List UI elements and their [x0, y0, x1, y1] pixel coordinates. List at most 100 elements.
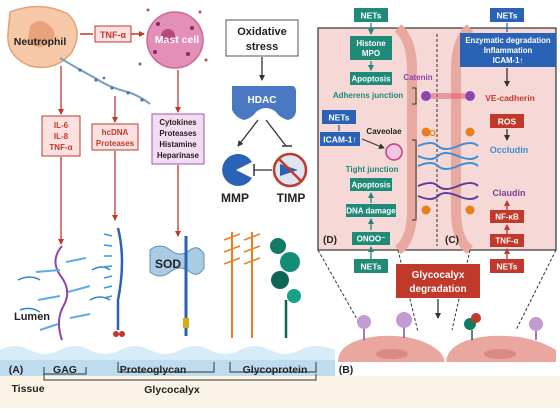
- sod-structure: [149, 236, 205, 336]
- endothelial-membrane: [0, 346, 335, 360]
- mast-heparinase: Heparinase: [157, 151, 200, 160]
- d-nets-left: NETs: [328, 113, 349, 123]
- neutrophil-cell: [7, 5, 78, 69]
- oxidative-stress-box: [225, 19, 299, 57]
- catenin-dot: [421, 91, 431, 101]
- gag-bracket: [43, 367, 87, 375]
- endothelial-cell-right: [446, 335, 556, 362]
- hcdna-box: [91, 123, 139, 151]
- stress-label: stress: [246, 41, 278, 53]
- caveolae-label: Caveolae: [366, 127, 402, 136]
- apoptosis-top: Apoptosis: [351, 75, 391, 84]
- occludin-strands: [417, 142, 479, 170]
- inflammation-label: Inflammation: [484, 46, 533, 55]
- zo-dot: [421, 127, 431, 137]
- catenin-dot-right: [465, 91, 475, 101]
- icam-label: ICAM-1↑: [323, 135, 357, 145]
- apoptosis-bottom: Apoptosis: [351, 181, 391, 190]
- cytokine-il8: IL-8: [54, 132, 69, 141]
- adherens-label: Adherens junction: [333, 91, 403, 100]
- d-nets-bottom-box: [354, 259, 388, 273]
- zo-dot-right: [465, 127, 475, 137]
- enzymatic-box: [460, 33, 556, 67]
- claudin-label: Claudin: [493, 188, 526, 198]
- gag-label: GAG: [53, 364, 77, 376]
- hcdna-label: hcDNA: [102, 128, 129, 137]
- degradation-label-2: degradation: [409, 284, 466, 295]
- d-nets-top: NETs: [360, 11, 381, 21]
- glycocalyx-bracket: [43, 374, 317, 381]
- panel-a-label: (A): [9, 364, 24, 376]
- mast-cytokines: Cytokines: [159, 118, 197, 127]
- panel-c-label: (C): [445, 235, 459, 246]
- proteoglycan-label: Proteoglycan: [120, 364, 187, 376]
- icam-c-label: ICAM-1↑: [493, 56, 524, 65]
- icam-box: [320, 132, 360, 146]
- nucleus: [376, 349, 408, 359]
- endothelial-cell-left: [338, 335, 445, 362]
- glycoprotein-label: Glycoprotein: [243, 364, 308, 376]
- tnf-c-label: TNF-α: [495, 237, 518, 246]
- histone-box: [350, 36, 392, 60]
- nucleus: [484, 349, 516, 359]
- arrow: [361, 138, 385, 149]
- ve-cadherin-label: VE-cadherin: [485, 93, 535, 103]
- mast-histamine: Histamine: [159, 140, 197, 149]
- degradation-label-1: Glycocalyx: [412, 270, 465, 281]
- ve-cadherin-strands: [431, 93, 465, 99]
- mast-products-box: [151, 113, 205, 165]
- inhibit-line: [265, 119, 287, 147]
- lumen-label: Lumen: [14, 311, 50, 323]
- ros-label: ROS: [498, 117, 517, 127]
- glycoprotein-structure: [223, 232, 301, 338]
- arrow: [237, 119, 259, 147]
- proteases-label: Proteases: [96, 139, 135, 148]
- histone-label: Histone: [356, 39, 386, 48]
- mpo-label: MPO: [362, 49, 380, 58]
- enzymatic-label: Enzymatic degradation: [465, 36, 551, 45]
- c-nets-top-box: [490, 8, 524, 22]
- hdac-label: HDAC: [248, 95, 277, 106]
- oxidative-label: Oxidative: [237, 26, 287, 38]
- proteoglycan-bracket: [117, 362, 215, 373]
- glycoprotein-bracket: [229, 362, 317, 373]
- cytokine-il6: IL-6: [54, 121, 69, 130]
- net-dots: [78, 68, 144, 102]
- bottom-band: [0, 376, 560, 408]
- d-nets-top-box: [354, 8, 388, 22]
- c-nets-top: NETs: [496, 11, 517, 21]
- nfkb-label: NF-κB: [495, 213, 519, 222]
- cytokine-box: [41, 115, 81, 157]
- c-nets-bottom: NETs: [496, 262, 517, 272]
- apoptosis-top-box: [350, 72, 392, 85]
- mast-cell-label: Mast cell: [155, 34, 199, 46]
- nfkb-box: [490, 210, 524, 223]
- glycocalyx-remnants: [357, 312, 543, 340]
- cytokine-tnf: TNF-α: [49, 143, 72, 152]
- catenin-label: Catenin: [403, 73, 432, 82]
- panel-d-label: (D): [323, 235, 337, 246]
- ros-box: [490, 114, 524, 128]
- zo-dot-right: [465, 205, 475, 215]
- glycocalyx-label: Glycocalyx: [144, 384, 200, 396]
- occludin-label: Occludin: [490, 145, 529, 155]
- zo-dot: [421, 205, 431, 215]
- neutrophil-label: Neutrophil: [14, 36, 67, 48]
- onoo-label: ONOO⁻: [357, 235, 386, 244]
- sod-label: SOD: [155, 257, 181, 271]
- gag-chain: [17, 245, 111, 341]
- proteoglycan-structure: [103, 227, 125, 337]
- net-strand: [59, 57, 151, 105]
- onoo-box: [352, 232, 390, 245]
- tnf-c-box: [490, 234, 524, 247]
- adherens-bracket: [412, 87, 417, 105]
- degradation-box: [396, 264, 480, 298]
- claudin-strands: [417, 182, 479, 200]
- tight-bracket: [412, 139, 417, 221]
- tnf-label: TNF-α: [100, 30, 126, 40]
- tight-junction-label: Tight junction: [346, 165, 399, 174]
- dna-damage: DNA damage: [346, 207, 396, 216]
- panel-b-label: (B): [339, 364, 354, 376]
